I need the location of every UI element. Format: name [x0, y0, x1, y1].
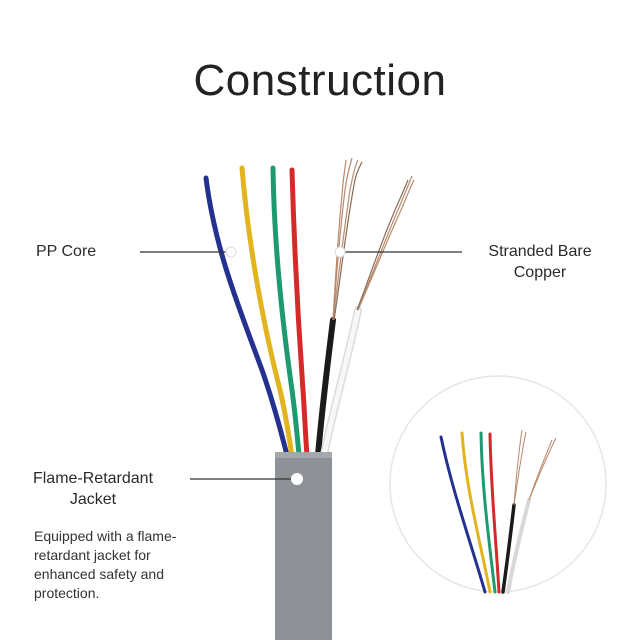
stranded-copper-label: Stranded Bare Copper: [470, 241, 610, 283]
pp-core-label: PP Core: [36, 243, 97, 260]
red-wire: [289, 167, 310, 458]
page-title: Construction: [193, 56, 447, 105]
green-wire: [270, 165, 302, 458]
stranded-copper-left: [332, 157, 363, 321]
cable-jacket: [275, 452, 332, 640]
white-wire-core: [321, 307, 361, 458]
stranded-copper-label-line2: Copper: [513, 264, 567, 281]
main-wires: [203, 165, 362, 459]
jacket-description: Equipped with a flame-retardant jacket f…: [34, 528, 177, 601]
copper-marker: [334, 246, 346, 258]
jacket-label-line2: Jacket: [69, 491, 117, 508]
stranded-copper-right: [356, 175, 415, 311]
black-wire: [315, 317, 336, 458]
jacket-marker: [291, 473, 303, 485]
jacket-label-line1: Flame-Retardant: [32, 470, 154, 487]
leader-lines: [140, 251, 462, 480]
inset-cable-detail: [389, 375, 607, 594]
pp-core-marker: [225, 246, 237, 258]
jacket-label: Flame-Retardant Jacket: [18, 468, 168, 510]
stranded-copper-label-line1: Stranded Bare: [488, 243, 592, 260]
yellow-wire: [239, 165, 295, 458]
blue-wire: [203, 175, 290, 458]
